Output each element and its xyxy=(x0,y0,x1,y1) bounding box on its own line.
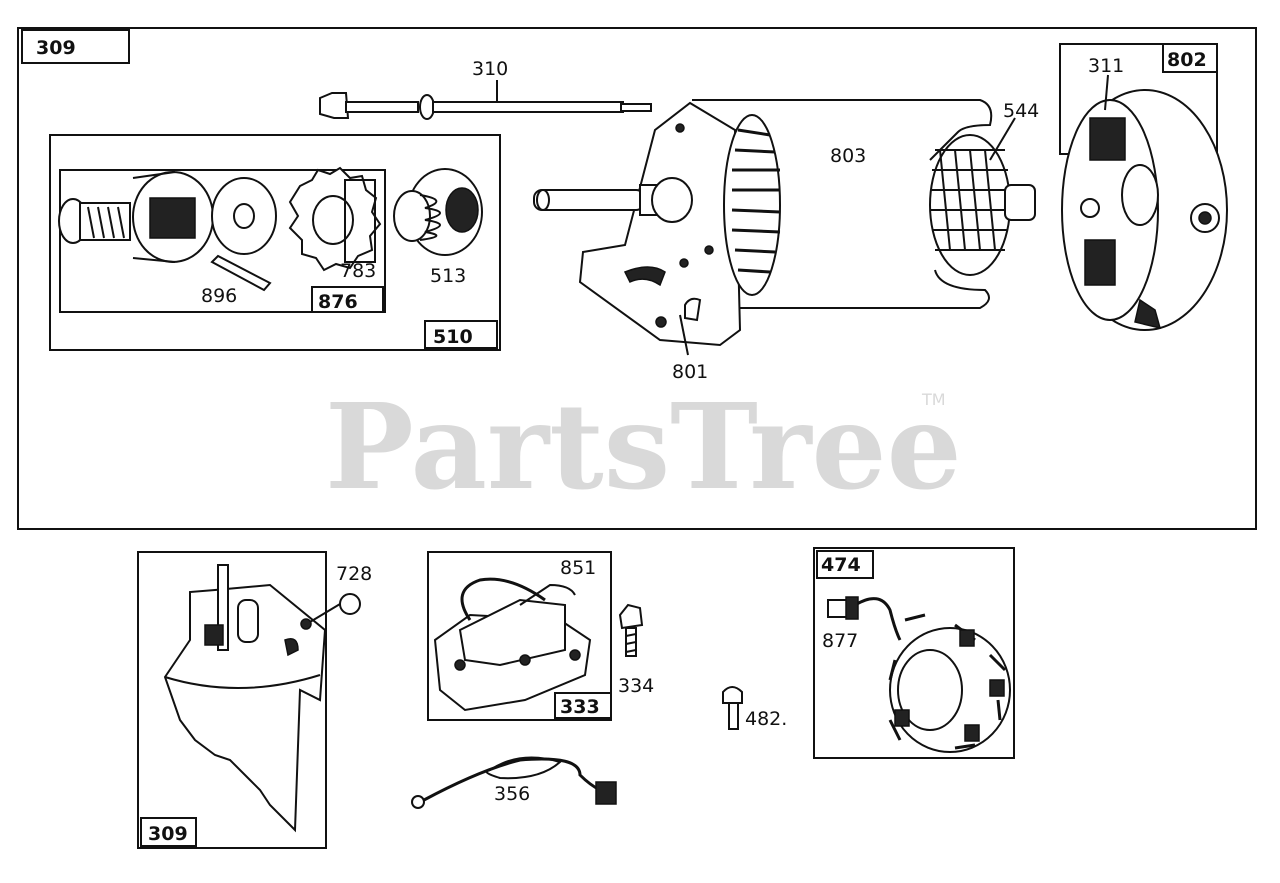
callout-544: 544 xyxy=(1003,100,1039,122)
alternator-group-label: 474 xyxy=(821,554,861,576)
callout-783: 783 xyxy=(340,260,376,282)
watermark: PartsTree xyxy=(325,377,962,516)
part-356-wire-lead[interactable] xyxy=(411,756,617,809)
alternator-group-tag[interactable]: 474 xyxy=(816,550,874,579)
gear-sub-label: 876 xyxy=(318,291,358,313)
main-group-tag[interactable]: 309 xyxy=(21,29,130,64)
part-310-bolt[interactable] xyxy=(319,80,652,120)
callout-851: 851 xyxy=(560,557,596,579)
part-334-screw[interactable] xyxy=(618,603,644,657)
part-801-end-plate[interactable] xyxy=(533,101,742,347)
callout-803: 803 xyxy=(830,145,866,167)
end-cap-group-tag[interactable]: 802 xyxy=(1162,43,1218,73)
housing-group-tag[interactable]: 309 xyxy=(140,817,197,847)
alternator-group-frame xyxy=(813,547,1015,759)
part-802-end-cap[interactable] xyxy=(1061,89,1228,331)
part-728-grommet[interactable] xyxy=(300,593,361,630)
housing-group-label: 309 xyxy=(148,823,188,845)
part-333-rectifier[interactable] xyxy=(433,577,592,712)
part-washer[interactable] xyxy=(211,177,277,255)
callout-513: 513 xyxy=(430,265,466,287)
end-cap-group-label: 802 xyxy=(1167,49,1207,71)
main-group-frame xyxy=(17,27,1257,530)
drive-group-label: 510 xyxy=(433,326,473,348)
part-474-stator[interactable] xyxy=(827,596,1011,753)
part-armature-winding[interactable] xyxy=(723,114,781,296)
callout-896: 896 xyxy=(201,285,237,307)
part-drive-pinion[interactable] xyxy=(58,171,214,263)
callout-482: 482. xyxy=(745,708,787,730)
drive-subframe xyxy=(59,169,386,313)
part-783-gear[interactable] xyxy=(288,166,382,272)
rectifier-group-label: 333 xyxy=(560,696,600,718)
part-513-spring[interactable] xyxy=(393,168,483,256)
main-group-label: 309 xyxy=(36,37,76,59)
callout-310: 310 xyxy=(472,58,508,80)
gear-sub-tag[interactable]: 876 xyxy=(311,286,384,313)
part-803-motor-housing[interactable] xyxy=(692,99,993,309)
drive-group-tag[interactable]: 510 xyxy=(424,320,498,349)
rectifier-group-tag[interactable]: 333 xyxy=(554,692,612,719)
callout-311: 311 xyxy=(1088,55,1124,77)
callout-728: 728 xyxy=(336,563,372,585)
part-896-pin[interactable] xyxy=(210,254,272,292)
part-482-screw[interactable] xyxy=(722,686,743,730)
drive-group-frame xyxy=(49,134,501,351)
housing-group-frame xyxy=(137,551,327,849)
callout-877: 877 xyxy=(822,630,858,652)
watermark-trademark: TM xyxy=(921,390,946,409)
part-544-brush-ring[interactable] xyxy=(929,134,1036,276)
part-housing-plate[interactable] xyxy=(163,564,327,833)
callout-801: 801 xyxy=(672,361,708,383)
rectifier-group-frame xyxy=(427,551,612,721)
callout-356: 356 xyxy=(494,783,530,805)
callout-334: 334 xyxy=(618,675,654,697)
